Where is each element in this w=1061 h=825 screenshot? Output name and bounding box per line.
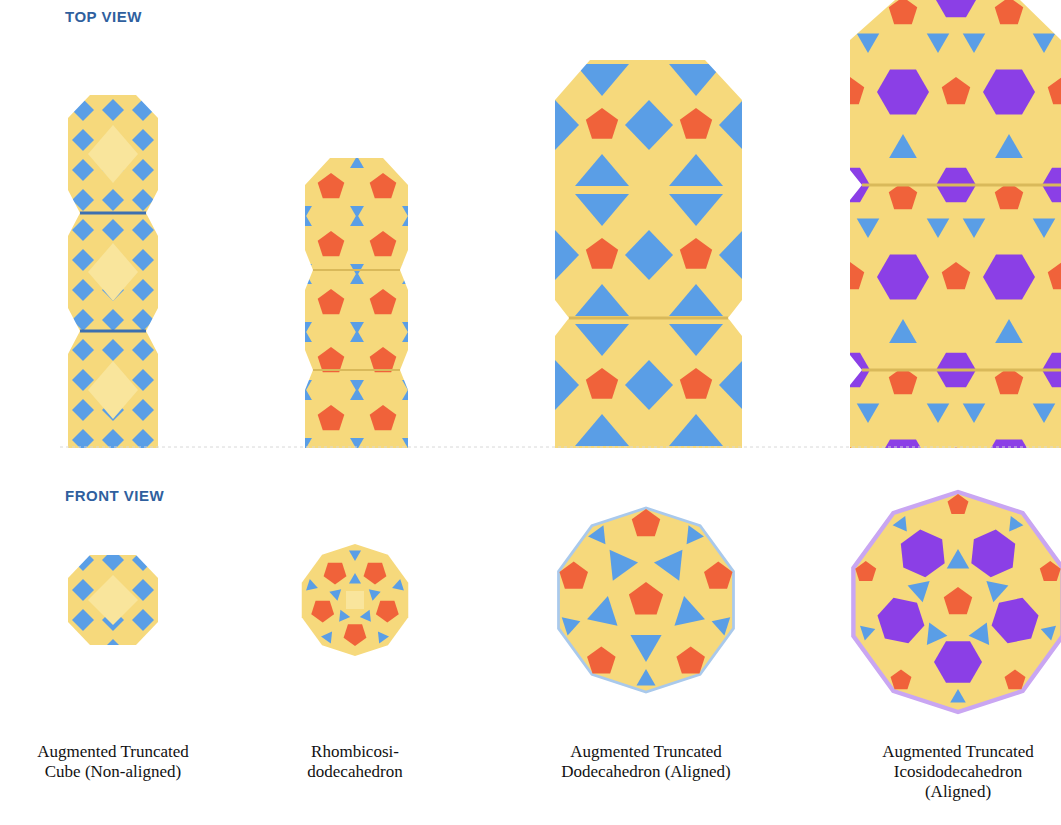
shape-caption: Rhombicosi-dodecahedron (300, 742, 410, 782)
section-heading: FRONT VIEW (65, 487, 164, 504)
section-heading: TOP VIEW (65, 8, 142, 25)
shape-caption: Augmented Truncated Icosidodecahedron (A… (871, 742, 1046, 802)
shape-caption: Augmented Truncated Cube (Non-aligned) (26, 742, 201, 782)
shape-caption: Augmented Truncated Dodecahedron (Aligne… (559, 742, 734, 782)
